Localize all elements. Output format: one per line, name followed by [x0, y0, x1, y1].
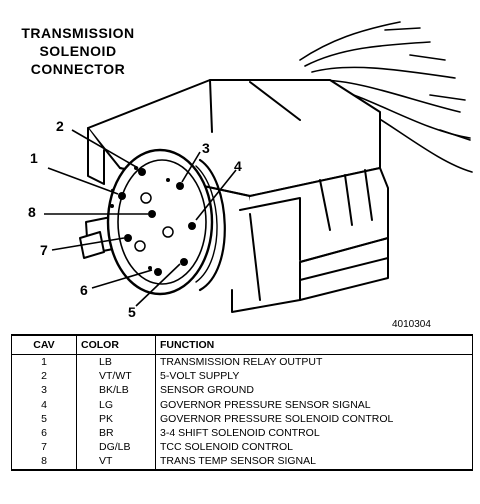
color-cell: VT [76, 454, 156, 471]
callout-3: 3 [202, 140, 210, 156]
cav-cell: 4 [11, 397, 77, 412]
cav-cell: 7 [11, 440, 77, 455]
function-cell: GOVERNOR PRESSURE SENSOR SIGNAL [160, 398, 371, 411]
cav-cell: 8 [11, 454, 77, 471]
leader-2 [71, 129, 139, 169]
function-cell: TRANS TEMP SENSOR SIGNAL [155, 454, 473, 471]
cav-cell: 5 [11, 411, 77, 427]
header-cav: CAV [11, 334, 77, 355]
leader-7 [51, 237, 125, 251]
cav-cell: 1 [11, 354, 77, 370]
callout-5: 5 [128, 304, 136, 320]
figure-id: 4010304 [392, 319, 431, 330]
leader-6 [91, 269, 153, 289]
connector-illustration [44, 21, 473, 313]
function-cell: GOVERNOR PRESSURE SOLENOID CONTROL [160, 412, 394, 425]
pin-2 [138, 168, 146, 176]
pin-8 [148, 210, 156, 218]
connector-face-outer [106, 148, 214, 296]
function-cell: 3-4 SHIFT SOLENOID CONTROL [160, 427, 320, 440]
leader-4 [195, 169, 237, 221]
cav-cell: 2 [11, 369, 77, 384]
function-cell: TCC SOLENOID CONTROL [160, 441, 294, 454]
callout-6: 6 [80, 282, 88, 298]
function-cell: 5-VOLT SUPPLY [160, 370, 240, 383]
leader-5 [135, 263, 181, 307]
pin-4 [188, 222, 196, 230]
callout-4: 4 [234, 158, 242, 174]
color-cell: VT/WT [76, 369, 156, 384]
callout-8: 8 [28, 204, 36, 220]
color-cell: PK [76, 411, 156, 427]
pin-6 [154, 268, 162, 276]
color-cell: DG/LB [76, 440, 156, 455]
title-line-2: SOLENOID [39, 43, 117, 59]
title-line-1: TRANSMISSION [21, 25, 135, 41]
callout-7: 7 [40, 242, 48, 258]
pin-7 [124, 234, 132, 242]
title-line-3: CONNECTOR [30, 61, 126, 77]
header-function: FUNCTION [155, 334, 473, 355]
leader-1 [47, 167, 119, 195]
pin-1 [118, 192, 126, 200]
pin-3 [176, 182, 184, 190]
connector-face-inner [117, 159, 207, 285]
color-cell: LG [76, 397, 156, 412]
cav-cell: 3 [11, 383, 77, 398]
color-cell: BK/LB [76, 383, 156, 398]
cav-cell: 6 [11, 426, 77, 441]
callout-2: 2 [56, 118, 64, 134]
function-cell: SENSOR GROUND [160, 384, 254, 397]
diagram-title: TRANSMISSION SOLENOID CONNECTOR [8, 24, 148, 78]
header-color: COLOR [76, 334, 156, 355]
callout-1: 1 [30, 150, 38, 166]
pin-5 [180, 258, 188, 266]
color-cell: BR [76, 426, 156, 441]
function-cell: TRANSMISSION RELAY OUTPUT [160, 356, 323, 368]
table-header-row: CAV COLOR FUNCTION [11, 334, 473, 355]
leader-3 [181, 151, 201, 183]
color-cell: LB [76, 354, 156, 370]
pin-cavities [110, 166, 196, 276]
